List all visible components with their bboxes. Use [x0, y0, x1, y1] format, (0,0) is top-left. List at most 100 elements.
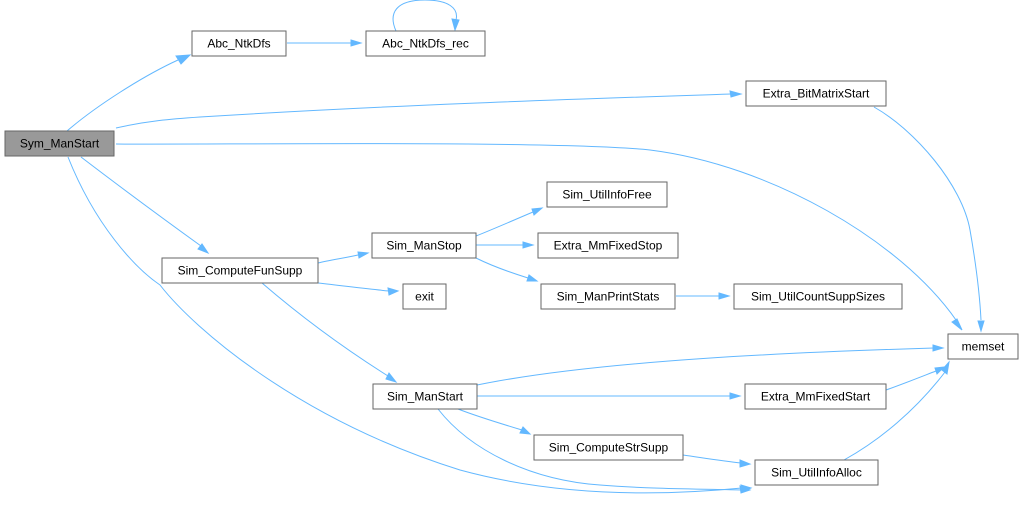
node-label: exit [415, 290, 434, 304]
node-box[interactable] [540, 283, 676, 310]
arrowhead [451, 18, 460, 32]
node-sym-manstart[interactable]: Sym_ManStart [4, 130, 115, 157]
node-label: Sim_ManStop [386, 239, 462, 253]
node-extra-bitmatrixstart[interactable]: Extra_BitMatrixStart [745, 80, 887, 107]
arrowhead [934, 366, 946, 375]
edge-line [317, 254, 359, 264]
arrowhead [729, 392, 742, 400]
edge-sim-manstart-to-sim-utilinfoalloc [437, 408, 752, 494]
node-label: Abc_NtkDfs_rec [382, 37, 469, 51]
node-extra-mmfixedstart[interactable]: Extra_MmFixedStart [744, 383, 887, 410]
node-box[interactable] [754, 459, 879, 486]
edge-sym-manstart-to-memset [115, 143, 963, 331]
edge-sim-computestrsupp-to-sim-utilinfoalloc [682, 454, 752, 468]
edges-layer [66, 0, 985, 494]
arrowhead [197, 243, 210, 255]
edge-line [475, 211, 534, 237]
edge-line [66, 59, 179, 132]
edge-sim-manstart-to-memset [476, 344, 945, 386]
edge-sim-utilinfoalloc-to-memset [843, 360, 950, 461]
arrowhead [387, 287, 400, 296]
edge-line [80, 156, 202, 247]
edge-line [475, 257, 529, 279]
node-label: Sim_ManStart [387, 390, 464, 404]
node-label: Extra_BitMatrixStart [763, 87, 870, 101]
node-sim-utilinfoalloc[interactable]: Sim_UtilInfoAlloc [754, 459, 879, 486]
node-abc-ntkdfs-rec[interactable]: Abc_NtkDfs_rec [365, 30, 486, 57]
edge-line [392, 0, 457, 32]
node-box[interactable] [745, 80, 887, 107]
edge-extra-bitmatrixstart-to-memset [873, 106, 985, 333]
node-box[interactable] [533, 434, 684, 461]
arrowhead [350, 39, 363, 47]
node-label: Sim_UtilInfoFree [562, 188, 652, 202]
node-exit[interactable]: exit [402, 283, 447, 310]
node-memset[interactable]: memset [947, 333, 1019, 360]
node-box[interactable] [4, 130, 115, 157]
edge-abc-ntkdfs-to-abc-ntkdfs-rec [287, 39, 363, 47]
node-box[interactable] [744, 383, 887, 410]
node-label: Sim_ComputeFunSupp [178, 264, 303, 278]
edge-sim-computefunsupp-to-sim-manstop [317, 251, 370, 264]
node-sim-manprintstats[interactable]: Sim_ManPrintStats [540, 283, 676, 310]
arrowhead [519, 426, 532, 435]
node-sim-computestrsupp[interactable]: Sim_ComputeStrSupp [533, 434, 684, 461]
nodes-layer: Sym_ManStart Abc_NtkDfs Abc_NtkDfs_recExtr… [4, 30, 1019, 486]
node-box[interactable] [947, 333, 1019, 360]
node-box[interactable] [191, 30, 287, 57]
arrowhead [526, 274, 539, 282]
edge-sym-manstart-to-sim-computefunsupp [80, 156, 210, 255]
arrowhead [739, 485, 752, 494]
node-label: memset [962, 340, 1005, 354]
edge-sim-manstop-to-sim-utilinfofree [475, 207, 544, 237]
node-box[interactable] [371, 232, 477, 259]
edge-sim-computefunsupp-to-exit [317, 282, 400, 296]
node-box[interactable] [372, 383, 478, 410]
arrowhead [531, 207, 544, 216]
node-sim-manstart[interactable]: Sim_ManStart [372, 383, 478, 410]
edge-line [476, 347, 935, 386]
arrowhead [941, 360, 950, 375]
node-label: Extra_MmFixedStart [761, 390, 871, 404]
edge-sim-manstart-to-extra-mmfixedstart [477, 392, 742, 400]
edge-line [317, 282, 390, 292]
arrowhead [932, 344, 945, 352]
node-sim-manstop[interactable]: Sim_ManStop [371, 232, 477, 259]
node-box[interactable] [733, 283, 903, 310]
edge-sim-manstart-to-sim-computestrsupp [457, 408, 532, 435]
edge-line [873, 106, 982, 321]
node-box[interactable] [402, 283, 447, 310]
node-label: Sim_ManPrintStats [557, 290, 660, 304]
arrowhead [729, 90, 743, 98]
node-extra-mmfixedstop[interactable]: Extra_MmFixedStop [537, 232, 679, 259]
node-label: Abc_NtkDfs [207, 37, 270, 51]
edge-line [67, 156, 743, 494]
node-sim-utilinfofree[interactable]: Sim_UtilInfoFree [546, 181, 668, 208]
arrowhead [357, 251, 370, 259]
node-sim-computefunsupp[interactable]: Sim_ComputeFunSupp [161, 257, 319, 284]
edge-sim-manstop-to-sim-manprintstats [475, 257, 539, 282]
node-box[interactable] [546, 181, 668, 208]
arrowhead [951, 318, 963, 331]
edge-line [261, 282, 389, 377]
edge-line [885, 370, 937, 391]
node-box[interactable] [365, 30, 486, 57]
arrowhead [385, 372, 398, 383]
edge-line [457, 408, 523, 431]
edge-line [115, 93, 732, 129]
edge-line [682, 454, 742, 464]
node-box[interactable] [161, 257, 319, 284]
node-label: Sim_UtilInfoAlloc [771, 466, 862, 480]
arrowhead [522, 241, 535, 249]
node-abc-ntkdfs[interactable]: Abc_NtkDfs [191, 30, 287, 57]
edge-extra-mmfixedstart-to-memset [885, 366, 946, 391]
node-label: Extra_MmFixedStop [554, 239, 663, 253]
edge-line [843, 371, 946, 461]
edge-abc-ntkdfs-rec-to-abc-ntkdfs-rec [392, 0, 460, 32]
arrowhead [977, 320, 985, 333]
arrowhead [739, 459, 752, 468]
node-sim-utilcountsuppsizes[interactable]: Sim_UtilCountSuppSizes [733, 283, 903, 310]
node-box[interactable] [537, 232, 679, 259]
node-label: Sym_ManStart [20, 137, 100, 151]
